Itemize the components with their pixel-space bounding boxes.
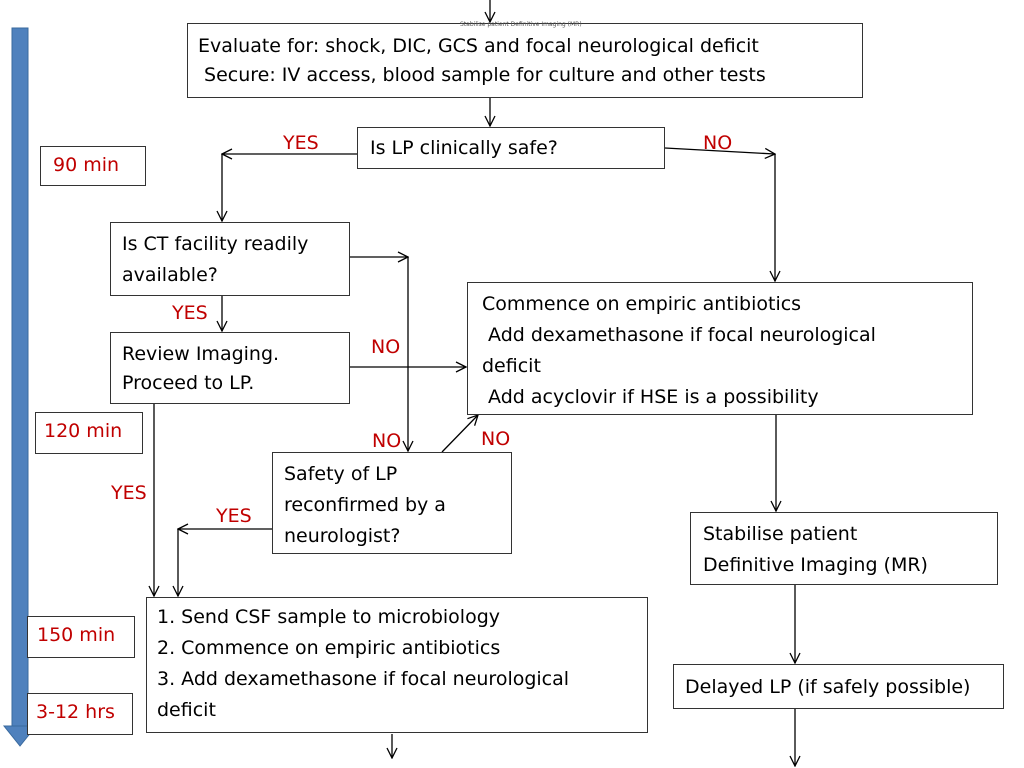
evaluate-line-2: Secure: IV access, blood sample for cult…	[198, 64, 766, 86]
label-review-yes: YES	[111, 482, 147, 504]
safety-box: Safety of LP reconfirmed by a neurologis…	[272, 452, 512, 554]
label-safety-yes: YES	[216, 505, 252, 527]
label-safety-no-right: NO	[481, 428, 511, 450]
timeline-90-min-label: 90 min	[53, 154, 120, 176]
lp-safe-question: Is LP clinically safe?	[370, 137, 558, 159]
timeline-3-12-hrs: 3-12 hrs	[27, 693, 133, 735]
arrow-safety-no	[441, 415, 478, 453]
antibiotics-box: Commence on empiric antibiotics Add dexa…	[467, 282, 973, 415]
safety-line-2: reconfirmed by a	[284, 494, 446, 516]
timeline-90-min: 90 min	[40, 146, 146, 186]
timeline-120-min: 120 min	[35, 412, 143, 454]
arrow-lp-no	[664, 147, 775, 154]
ct-box: Is CT facility readily available?	[110, 222, 350, 296]
csf-line-1: 1. Send CSF sample to microbiology	[157, 606, 501, 628]
top-caption: Stabilise patient Definitive Imaging (MR…	[460, 21, 582, 28]
stabilise-line-1: Stabilise patient	[703, 523, 858, 545]
delayed-lp-text: Delayed LP (if safely possible)	[685, 676, 971, 698]
antibiotics-line-2: Add dexamethasone if focal neurological	[482, 324, 876, 346]
review-line-1: Review Imaging.	[122, 343, 280, 365]
label-lp-yes: YES	[283, 132, 319, 154]
label-safety-no-left: NO	[372, 430, 402, 452]
antibiotics-line-4: Add acyclovir if HSE is a possibility	[482, 386, 819, 408]
stabilise-line-2: Definitive Imaging (MR)	[703, 554, 928, 576]
timeline-150-min-label: 150 min	[37, 624, 116, 646]
evaluate-box: Evaluate for: shock, DIC, GCS and focal …	[187, 23, 863, 98]
antibiotics-line-3: deficit	[482, 355, 541, 377]
lp-safe-box: Is LP clinically safe?	[357, 127, 665, 169]
timeline-3-12-hrs-label: 3-12 hrs	[36, 701, 115, 723]
label-review-no: NO	[371, 336, 401, 358]
label-ct-yes: YES	[172, 302, 208, 324]
evaluate-line-1: Evaluate for: shock, DIC, GCS and focal …	[198, 35, 759, 57]
csf-line-3: 3. Add dexamethasone if focal neurologic…	[157, 668, 570, 690]
timeline-arrow	[2, 27, 38, 747]
review-box: Review Imaging. Proceed to LP.	[110, 332, 350, 404]
delayed-lp-box: Delayed LP (if safely possible)	[673, 664, 1004, 709]
ct-line-2: available?	[122, 264, 218, 286]
safety-line-3: neurologist?	[284, 525, 401, 547]
stabilise-box: Stabilise patient Definitive Imaging (MR…	[690, 512, 998, 585]
csf-box: 1. Send CSF sample to microbiology 2. Co…	[146, 597, 648, 733]
csf-line-2: 2. Commence on empiric antibiotics	[157, 637, 501, 659]
antibiotics-line-1: Commence on empiric antibiotics	[482, 293, 802, 315]
label-lp-no: NO	[703, 132, 733, 154]
timeline-120-min-label: 120 min	[44, 420, 123, 442]
ct-line-1: Is CT facility readily	[122, 233, 309, 255]
timeline-150-min: 150 min	[27, 616, 135, 658]
csf-line-4: deficit	[157, 699, 216, 721]
safety-line-1: Safety of LP	[284, 463, 398, 485]
review-line-2: Proceed to LP.	[122, 372, 255, 394]
